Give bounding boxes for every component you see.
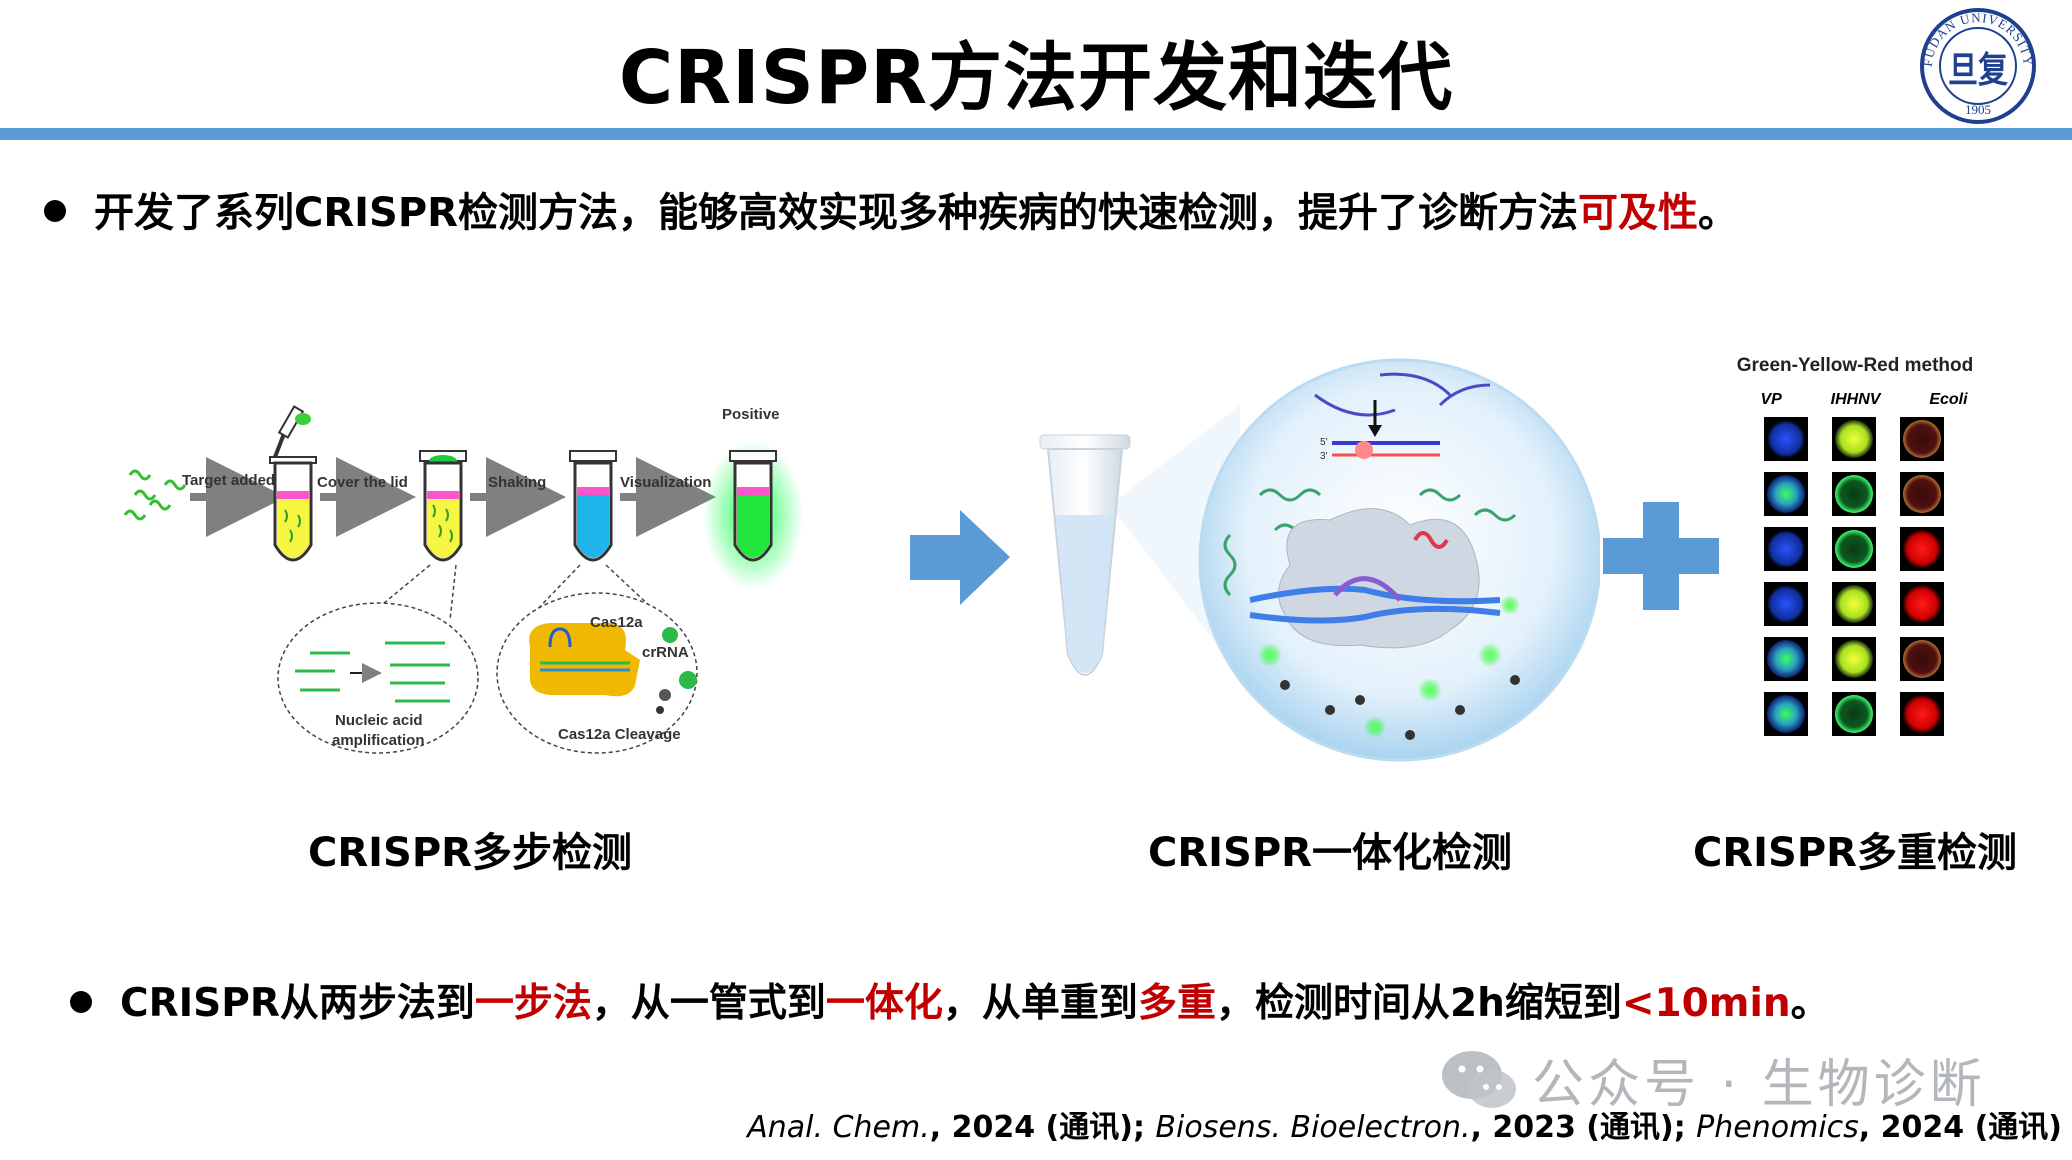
- dna-duplex: [1249, 531, 1501, 624]
- label-cover-lid: Cover the lid: [317, 474, 408, 491]
- bullet-1-text: 开发了系列CRISPR检测方法，能够高效实现多种疾病的快速检测，提升了诊断方法: [94, 190, 1578, 236]
- label-crrna: crRNA: [642, 644, 689, 661]
- label-visualization: Visualization: [620, 474, 711, 491]
- citation-journal: Biosens. Bioelectron.: [1155, 1110, 1471, 1145]
- label-shaking: Shaking: [488, 474, 546, 491]
- fudan-university-logo: FUDAN UNIVERSITY 1905 旦复: [1920, 8, 2036, 124]
- label-target-added: Target added: [182, 472, 275, 489]
- cleavage-inset: Cas12a crRNA Cas12a Cleavage: [496, 592, 698, 754]
- bullet-dot: [44, 200, 66, 222]
- column-headers: VP IHHNV Ecoli: [1710, 391, 2000, 409]
- citation-journal: Anal. Chem.: [747, 1110, 930, 1145]
- amplification-inset: Nucleic acid amplification: [277, 602, 479, 754]
- bullet-1: 开发了系列CRISPR检测方法，能够高效实现多种疾病的快速检测，提升了诊断方法可…: [44, 180, 2044, 238]
- citation-journal: Phenomics: [1696, 1110, 1859, 1145]
- caption-integrated: CRISPR一体化检测: [1148, 830, 1512, 876]
- citation-sep: ;: [1132, 1110, 1156, 1145]
- bullet-1-highlight: 可及性: [1577, 190, 1698, 236]
- caption-multistep: CRISPR多步检测: [308, 830, 632, 876]
- citation-year: , 2023: [1470, 1110, 1587, 1145]
- citation-note: (通讯): [1045, 1110, 1133, 1145]
- tube-3: [569, 450, 617, 562]
- grid-row-4: [1764, 582, 1944, 626]
- well-grid: [1764, 417, 1944, 736]
- label-nucleic-acid: Nucleic acid: [335, 712, 423, 729]
- citation-note: (通讯): [1586, 1110, 1674, 1145]
- bullet-2-highlight: <10min: [1621, 981, 1791, 1026]
- citation-year: , 2024: [1858, 1110, 1975, 1145]
- bullet-dot: [70, 990, 92, 1013]
- citation-sep: ;: [1673, 1110, 1697, 1145]
- column-header-ecoli: Ecoli: [1929, 391, 1968, 408]
- bullet-2: CRISPR从两步法到一步法，从一管式到一体化，从单重到多重，检测时间从2h缩短…: [70, 972, 1970, 1028]
- bullet-1-end: 。: [1697, 190, 1738, 236]
- citation: Anal. Chem., 2024 (通讯); Biosens. Bioelec…: [747, 1102, 2062, 1146]
- logo-year: 1905: [1965, 102, 1991, 117]
- citation-note: (通讯): [1974, 1110, 2062, 1145]
- grid-row-5: [1764, 637, 1944, 681]
- target-strands: [123, 469, 187, 521]
- strand-5-label: 5': [1320, 437, 1328, 448]
- bullet-2-part: 。: [1790, 981, 1830, 1026]
- grid-row-1: [1764, 417, 1944, 461]
- multistep-workflow-figure: Target added Cover the lid Shaking Visua…: [123, 405, 803, 754]
- slide-title: CRISPR方法开发和迭代: [618, 35, 1454, 121]
- bullet-2-part: ，从单重到: [942, 981, 1138, 1026]
- microtube: [1039, 434, 1131, 676]
- grid-row-6: [1764, 692, 1944, 736]
- method-title: Green-Yellow-Red method: [1736, 355, 1974, 376]
- tube-2: [419, 450, 467, 562]
- cas-protein-blob: [1278, 508, 1480, 649]
- column-header-vp: VP: [1760, 391, 1782, 408]
- bullet-2-part: ，检测时间从2h缩短到: [1215, 981, 1622, 1026]
- label-cas12a: Cas12a: [590, 614, 643, 631]
- tube-4-positive: [703, 440, 803, 590]
- bullet-2-part: ，从一管式到: [591, 981, 826, 1026]
- caption-multiplex: CRISPR多重检测: [1693, 830, 2017, 876]
- wechat-icon: [1442, 1050, 1516, 1108]
- column-header-ihhnv: IHHNV: [1830, 391, 1881, 408]
- label-cas12a-cleavage: Cas12a Cleavage: [558, 726, 681, 743]
- integrated-detection-figure: 5' 3': [1039, 358, 1600, 762]
- bullet-2-highlight: 多重: [1137, 981, 1216, 1026]
- citation-year: , 2024: [929, 1110, 1046, 1145]
- label-amplification: amplification: [332, 732, 425, 749]
- reporter-molecules: [1258, 595, 1520, 740]
- watermark: 公众号 · 生物诊断: [1440, 1042, 1986, 1117]
- logo-seal-char: 旦复: [1948, 49, 2008, 91]
- label-positive: Positive: [722, 406, 780, 423]
- grid-row-2: [1764, 472, 1944, 516]
- blue-plus-icon: [1603, 502, 1719, 610]
- tube-1: [269, 405, 317, 562]
- multiplex-figure: Green-Yellow-Red method VP IHHNV Ecoli: [1710, 355, 2000, 755]
- title-underline: [0, 128, 2072, 140]
- bullet-2-highlight: 一步法: [474, 981, 592, 1026]
- watermark-text: 公众号 · 生物诊断: [1532, 1055, 1986, 1115]
- grid-row-3: [1764, 527, 1944, 571]
- bullet-2-highlight: 一体化: [825, 981, 943, 1026]
- strand-3-label: 3': [1320, 451, 1328, 462]
- crrna-strands: [1314, 372, 1491, 417]
- bullet-2-part: CRISPR从两步法到: [120, 981, 475, 1026]
- blue-arrow-icon: [910, 510, 1010, 605]
